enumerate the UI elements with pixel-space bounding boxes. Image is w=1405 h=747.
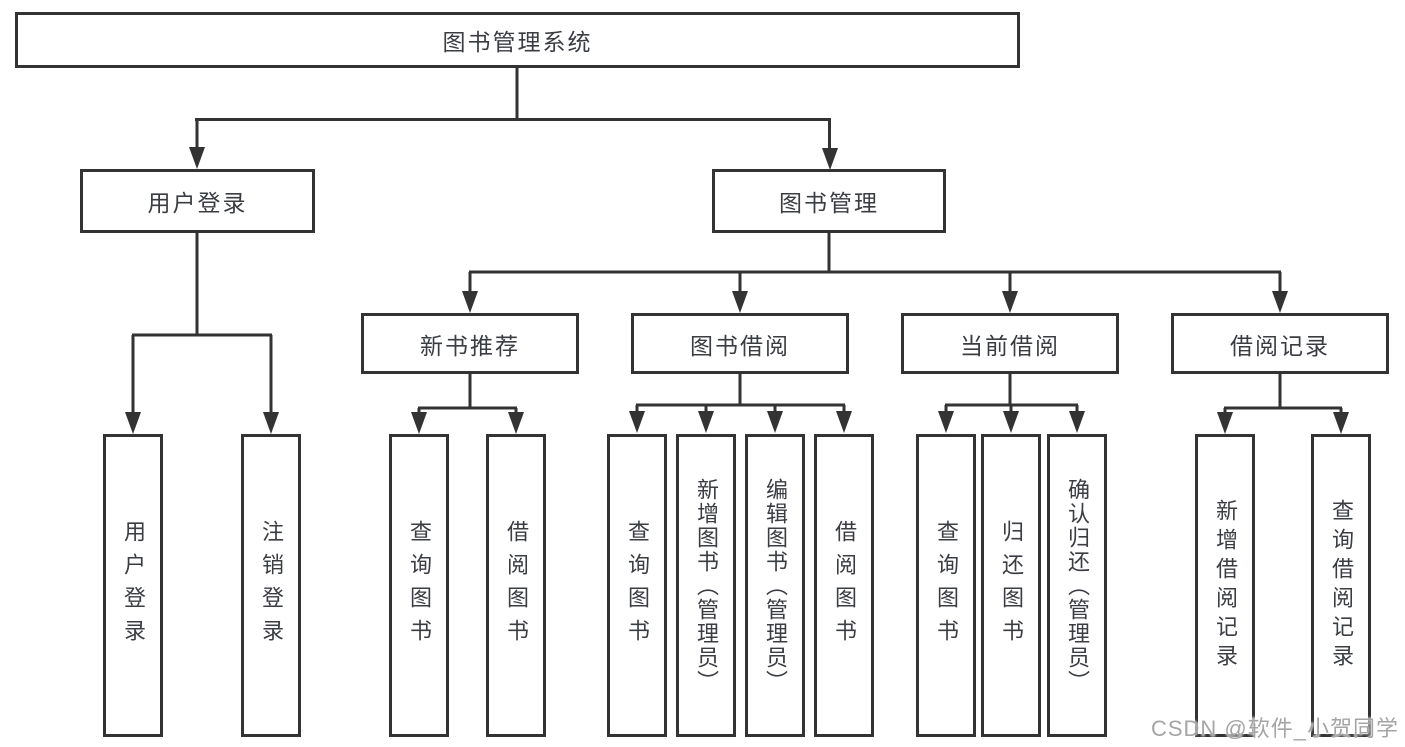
node-label: 归还图书 (999, 519, 1024, 652)
leaf-query-borrow-record: 查询借阅记录 (1311, 434, 1371, 737)
node-label: 注销登录 (259, 519, 284, 652)
node-label: 查询借阅记录 (1329, 498, 1354, 673)
node-borrow-records: 借阅记录 (1171, 313, 1389, 374)
node-label: 借阅图书 (504, 519, 529, 652)
arrowheads (125, 147, 1349, 434)
node-label: 图书借阅 (690, 332, 790, 359)
leaf-borrow-book-1: 借阅图书 (486, 434, 546, 737)
watermark-text: CSDN @软件_小贺同学 (1150, 716, 1399, 741)
node-label: 用户登录 (121, 519, 146, 652)
node-label: 图书管理 (779, 190, 879, 216)
leaf-query-book-1: 查询图书 (389, 434, 449, 737)
node-label: 图书管理系统 (442, 29, 593, 55)
leaf-borrow-book-2: 借阅图书 (814, 434, 874, 737)
node-root: 图书管理系统 (15, 12, 1020, 68)
node-user-login: 用户登录 (80, 169, 315, 233)
node-label: 当前借阅 (960, 332, 1060, 359)
node-label: 新增图书（管理员） (694, 477, 719, 694)
leaf-logout: 注销登录 (241, 434, 301, 737)
node-label: 查询图书 (407, 519, 432, 652)
node-book-management: 图书管理 (712, 169, 946, 233)
node-current-borrow: 当前借阅 (901, 313, 1119, 374)
leaf-edit-book-admin: 编辑图书（管理员） (745, 434, 805, 737)
leaf-user-login: 用户登录 (103, 434, 163, 737)
node-label: 确认归还（管理员） (1065, 477, 1090, 694)
leaf-confirm-return-admin: 确认归还（管理员） (1047, 434, 1107, 737)
node-label: 借阅记录 (1230, 332, 1330, 359)
node-book-borrow: 图书借阅 (631, 313, 849, 374)
leaf-query-book-2: 查询图书 (607, 434, 667, 737)
node-label: 编辑图书（管理员） (763, 477, 788, 694)
node-label: 查询图书 (934, 519, 959, 652)
node-label: 借阅图书 (832, 519, 857, 652)
node-label: 查询图书 (625, 519, 650, 652)
leaf-query-book-3: 查询图书 (916, 434, 976, 737)
node-label: 新增借阅记录 (1213, 498, 1238, 673)
leaf-return-book: 归还图书 (981, 434, 1041, 737)
leaf-add-borrow-record: 新增借阅记录 (1195, 434, 1255, 737)
node-new-book-recommend: 新书推荐 (361, 313, 579, 374)
node-label: 新书推荐 (420, 332, 520, 359)
leaf-add-book-admin: 新增图书（管理员） (676, 434, 736, 737)
node-label: 用户登录 (147, 190, 248, 216)
